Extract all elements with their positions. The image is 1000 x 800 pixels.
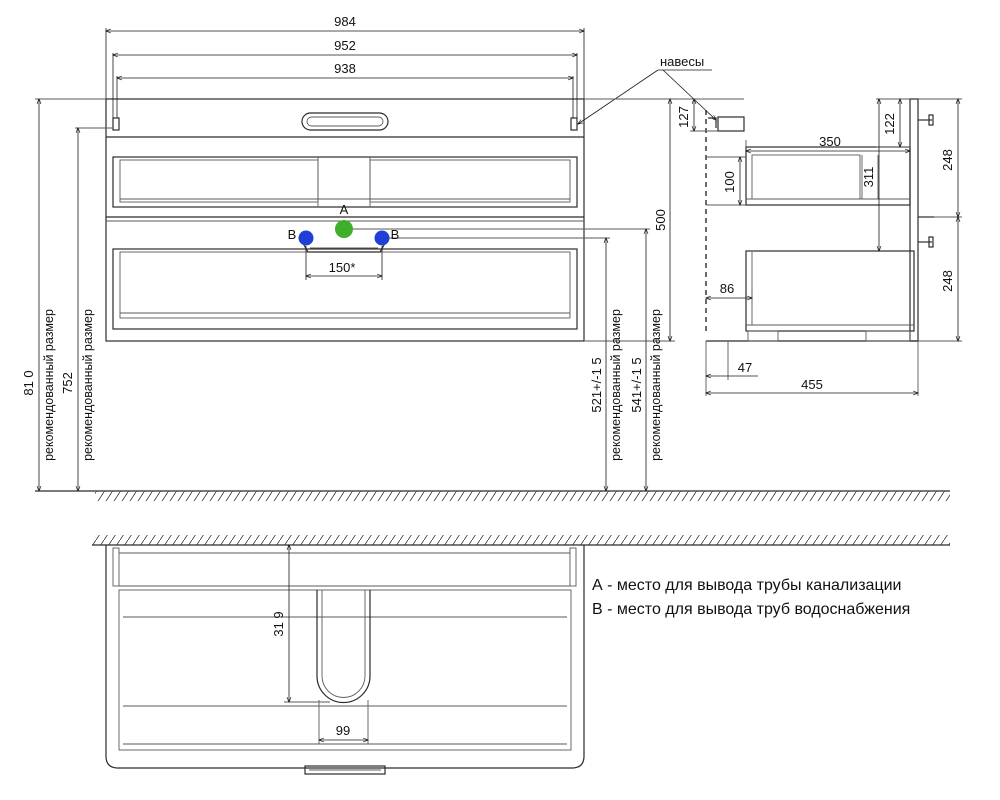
drain-height-label: 500	[653, 209, 668, 231]
height-810-label: 81 0	[21, 370, 36, 395]
dim-248-bottom-label: 248	[940, 270, 955, 292]
dim-100-label: 100	[722, 171, 737, 193]
dim-350-label: 350	[819, 134, 841, 149]
top-view: 31 9 99	[105, 545, 585, 775]
width-984-label: 984	[334, 14, 356, 29]
hinges-callout: навесы	[660, 54, 704, 69]
supply-521-label: 521+/-1 5	[589, 357, 604, 412]
dim-127-label: 127	[676, 106, 691, 128]
label-a: А	[340, 202, 349, 217]
drain-cutout	[316, 590, 371, 704]
dim-455-label: 455	[801, 377, 823, 392]
rec-size-label-1: рекомендованный размер	[42, 309, 56, 461]
legend-b: В - место для вывода труб водоснабжения	[592, 601, 910, 618]
hinge-left	[112, 117, 120, 131]
dim-319-label: 31 9	[271, 611, 286, 636]
dim-248-top-label: 248	[940, 149, 955, 171]
side-view: 127 100 122 350 311 248 248 86 47 455	[676, 98, 962, 396]
front-view: 984 952 938 навесы 81 0 рекомендованный …	[21, 14, 716, 491]
height-752-label: 752	[60, 372, 75, 394]
side-hinge	[717, 116, 745, 132]
label-b-left: В	[288, 227, 297, 242]
supply-outlet-b-right	[374, 230, 390, 246]
width-938-label: 938	[334, 61, 356, 76]
dim-311-label: 311	[861, 167, 876, 188]
dim-86-label: 86	[720, 281, 734, 296]
pipe-spacing-label: 150*	[329, 260, 356, 275]
label-b-right: В	[391, 227, 400, 242]
handle-slot	[301, 112, 389, 131]
supply-outlet-b-left	[298, 230, 314, 246]
floor-line	[35, 490, 950, 501]
legend: А - место для вывода трубы канализации В…	[592, 577, 910, 618]
rec-size-label-2: рекомендованный размер	[81, 309, 95, 461]
hinge-right	[570, 117, 578, 131]
rec-size-label-3: рекомендованный размер	[609, 309, 623, 461]
legend-a: А - место для вывода трубы канализации	[592, 577, 901, 594]
dim-122-label: 122	[882, 113, 897, 135]
rec-size-label-4: рекомендованный размер	[649, 309, 663, 461]
dim-47-label: 47	[738, 360, 752, 375]
supply-541-label: 541+/-1 5	[629, 357, 644, 412]
drain-outlet-a	[335, 220, 353, 238]
wall-line	[92, 535, 950, 546]
width-952-label: 952	[334, 38, 356, 53]
top-view-handle	[304, 765, 386, 775]
dim-99-label: 99	[336, 723, 350, 738]
